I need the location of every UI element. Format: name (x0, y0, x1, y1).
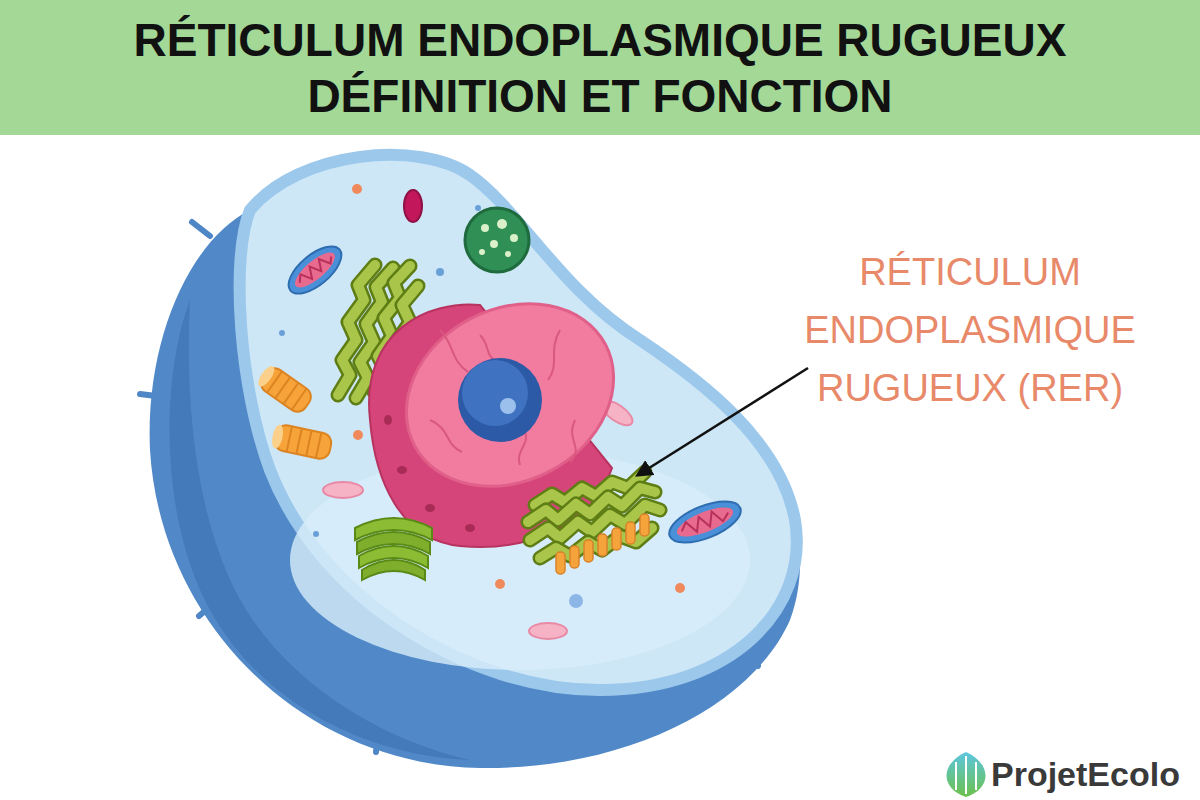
centriole (255, 363, 315, 416)
vesicle (352, 184, 362, 194)
logo-leaf-veins (956, 756, 976, 794)
golgi-cisterna (362, 560, 425, 580)
ribosome-tube (626, 522, 635, 544)
title: RÉTICULUM ENDOPLASMIQUE RUGUEUX DÉFINITI… (50, 12, 1150, 124)
mitochondrion (664, 493, 746, 551)
mitochondrion-inner (673, 501, 736, 542)
vesicle (495, 579, 505, 589)
mitochondrion-body (664, 493, 746, 551)
peroxisome (404, 190, 422, 222)
vesicle (353, 430, 363, 440)
vesicle (279, 330, 285, 336)
mitochondrion (281, 238, 349, 302)
mitochondrion-inner (290, 247, 340, 293)
centriole-stripes (287, 426, 322, 458)
centriole-stripes (267, 371, 306, 410)
centriole-end (255, 364, 277, 389)
vesicle (569, 594, 583, 608)
nuclear-pore (465, 524, 475, 532)
nucleolus-shading (462, 360, 528, 426)
er-cisterna (530, 505, 660, 540)
lysosome-dot (505, 251, 511, 257)
logo-leaf (947, 752, 986, 797)
lysosome-dot (481, 224, 489, 232)
chromatin (430, 330, 576, 465)
watermark: ProjetEcolo (991, 754, 1191, 794)
golgi-apparatus (355, 518, 432, 580)
centriole (270, 423, 333, 461)
vesicle (475, 205, 481, 211)
lysosome-body (465, 208, 529, 272)
mitochondrion-cristae (296, 252, 334, 287)
mitochondrion-cristae (679, 506, 730, 537)
lysosome (465, 208, 529, 272)
lysosome-dot (479, 249, 485, 255)
lysosome-dot (497, 219, 507, 229)
callout-label: RÉTICULUM ENDOPLASMIQUE RUGUEUX (RER) (790, 243, 1150, 417)
ribosome-tube (570, 546, 579, 568)
membrane-spike (192, 222, 210, 236)
lysosome-dot (510, 234, 518, 242)
nuclear-pore (384, 415, 392, 425)
watermark-box: ProjetEcolo (991, 754, 1191, 794)
leader-arrow (638, 368, 808, 475)
logo-icon (947, 752, 986, 797)
vesicle (675, 583, 685, 593)
nucleolus-highlight (500, 398, 516, 414)
cytoplasm (240, 155, 797, 690)
vesicles (279, 184, 685, 608)
striped-vesicle (529, 623, 567, 639)
centriole-end (270, 424, 285, 450)
ribosome-tube (598, 534, 607, 556)
nuclear-pore (425, 504, 435, 512)
nuclear-pore (397, 466, 407, 474)
cell-membrane (150, 155, 800, 768)
striped-vesicle (323, 482, 363, 498)
lysosome-dot (490, 240, 498, 248)
mitochondrion-body (281, 238, 349, 302)
title-band: RÉTICULUM ENDOPLASMIQUE RUGUEUX DÉFINITI… (0, 0, 1200, 135)
callout-label-box: RÉTICULUM ENDOPLASMIQUE RUGUEUX (RER) (790, 243, 1150, 417)
ribosome-tubes (556, 514, 649, 574)
ribosome-tube (584, 540, 593, 562)
ribosome-tube (612, 528, 621, 550)
vesicle (313, 531, 319, 537)
ribosome-tube (640, 514, 649, 536)
nucleolus (458, 358, 542, 442)
vesicle (436, 268, 444, 276)
er-cisterna-edge (530, 505, 660, 540)
rough-er (528, 472, 660, 558)
ribosome-tube (556, 552, 565, 574)
nucleoplasm (374, 268, 645, 521)
